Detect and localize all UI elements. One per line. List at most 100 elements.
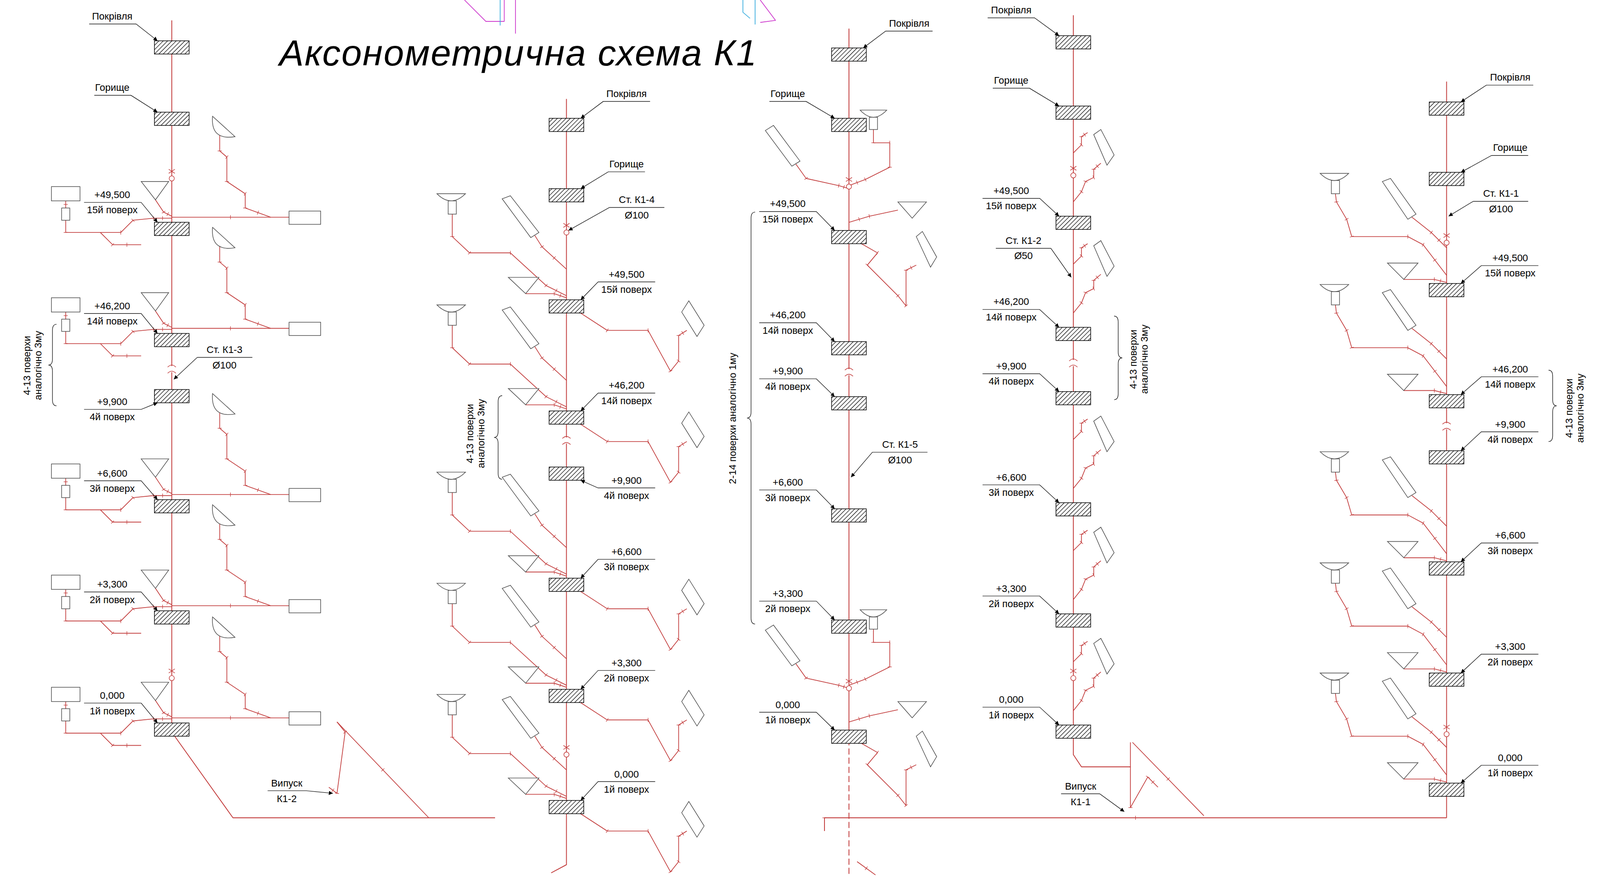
pipe-fitting bbox=[225, 266, 229, 270]
pipe-fitting bbox=[896, 294, 900, 297]
pipe-fitting bbox=[331, 788, 334, 792]
annotation-label: +9,900 bbox=[996, 361, 1027, 372]
sink-symbol bbox=[1319, 563, 1349, 571]
pipe-fitting bbox=[677, 637, 681, 641]
pipe-fitting bbox=[559, 293, 561, 298]
fixture-symbol bbox=[288, 488, 321, 502]
pipe-fitting bbox=[166, 713, 169, 717]
branch-pipe bbox=[1412, 217, 1447, 248]
pipe-fitting bbox=[544, 673, 548, 677]
pipe-fitting bbox=[1091, 169, 1096, 170]
pipe-fitting bbox=[1080, 588, 1084, 591]
pipe-fitting bbox=[555, 789, 557, 794]
pipe-fitting bbox=[804, 677, 808, 680]
pipe-fitting bbox=[1429, 341, 1433, 346]
annotation-label: Випуск bbox=[1064, 781, 1097, 792]
level-leader bbox=[759, 490, 835, 509]
pipe-fitting bbox=[111, 243, 114, 247]
branch-pipe bbox=[795, 663, 849, 689]
pipe-fitting bbox=[450, 625, 455, 627]
pipe-fitting bbox=[864, 177, 867, 182]
pipe-fitting bbox=[858, 217, 861, 222]
annotation-label: 2й поверх bbox=[988, 599, 1034, 610]
annotation-label: +49,500 bbox=[1492, 253, 1528, 264]
pipe-fitting bbox=[1334, 591, 1339, 592]
branch-pipe bbox=[155, 588, 172, 606]
pipe-fitting bbox=[1080, 143, 1083, 147]
fixture-symbol bbox=[61, 207, 70, 220]
pipe-fitting bbox=[126, 631, 127, 636]
pipe-fitting bbox=[838, 183, 840, 188]
fixture-symbol bbox=[1387, 763, 1419, 780]
pipe-fitting bbox=[510, 251, 511, 256]
pipe-fitting bbox=[544, 562, 548, 566]
sink-symbol bbox=[1319, 173, 1349, 181]
valve-symbol bbox=[1070, 669, 1077, 674]
floor-slab bbox=[831, 396, 867, 411]
pipe-fitting bbox=[224, 181, 229, 182]
annotation-label: Покрівля bbox=[990, 5, 1032, 16]
annotation-label: +49,500 bbox=[608, 269, 645, 280]
pipe-fitting bbox=[381, 768, 385, 772]
annotation-label: +9,900 bbox=[772, 366, 804, 377]
pipe-fitting bbox=[162, 716, 163, 721]
level-leader bbox=[982, 707, 1060, 726]
pipe-fitting bbox=[1440, 557, 1442, 562]
pipe-fitting bbox=[162, 322, 166, 325]
fixture-symbol bbox=[508, 277, 540, 294]
pipe-fitting bbox=[606, 439, 609, 444]
pipe-fitting bbox=[63, 232, 68, 233]
pipe-fitting bbox=[131, 219, 135, 222]
pipe-fitting bbox=[681, 609, 684, 614]
pipe-fitting bbox=[1083, 641, 1086, 646]
branch-pipe bbox=[525, 293, 567, 298]
pipe-fitting bbox=[166, 489, 169, 494]
pipe-fitting bbox=[553, 291, 555, 296]
branch-pipe bbox=[1412, 328, 1447, 360]
pipe-fitting bbox=[1440, 668, 1442, 673]
fragment-line bbox=[499, 0, 501, 26]
level-leader bbox=[84, 202, 158, 223]
pipe-fitting bbox=[224, 292, 229, 293]
branch-pipe bbox=[525, 572, 567, 577]
branch-pipe bbox=[100, 509, 142, 522]
annotation-label: 14й поверх bbox=[1484, 379, 1536, 390]
floor-slab bbox=[1055, 327, 1091, 341]
pipe-fitting bbox=[126, 242, 127, 247]
floor-slab bbox=[1055, 725, 1091, 739]
annotation-label: +9,900 bbox=[97, 397, 128, 407]
floor-note: 4-13 поверхи аналогічно 3му bbox=[21, 327, 45, 404]
pipe-fitting bbox=[1407, 734, 1409, 739]
annotation-label: Покрівля bbox=[92, 11, 133, 22]
annotation-label: Горище bbox=[770, 89, 805, 99]
level-leader bbox=[987, 17, 1060, 36]
pipe-fitting bbox=[111, 631, 114, 635]
pipe-fitting bbox=[131, 719, 135, 723]
pipe-fitting bbox=[552, 367, 556, 371]
sink-symbol bbox=[212, 617, 236, 638]
pipe-fitting bbox=[468, 529, 472, 533]
pipe-fitting bbox=[553, 570, 555, 575]
floor-slab bbox=[831, 620, 867, 634]
pipe-fitting bbox=[468, 362, 472, 366]
pipe-fitting bbox=[681, 331, 684, 335]
branch-pipe bbox=[1073, 641, 1088, 662]
annotation-label: Ø100 bbox=[1489, 204, 1514, 215]
pipe-fitting bbox=[468, 251, 472, 255]
pipe-fitting bbox=[606, 607, 609, 611]
level-leader bbox=[84, 313, 158, 334]
fixture-symbol bbox=[141, 458, 169, 478]
pipe-fitting bbox=[887, 666, 892, 668]
branch-pipe bbox=[155, 311, 172, 328]
pipe-fitting bbox=[1407, 512, 1409, 517]
pipe-fitting bbox=[668, 481, 673, 484]
pipe-fitting bbox=[166, 212, 169, 216]
fixture-symbol bbox=[288, 599, 321, 614]
annotation-label: Ø100 bbox=[624, 210, 649, 221]
annotation-label: 1й поверх bbox=[1487, 768, 1533, 779]
pipe-fitting bbox=[1083, 578, 1088, 580]
pipe-fitting bbox=[544, 784, 548, 788]
floor-note: 2-14 поверхи аналогічно 1му bbox=[726, 352, 739, 484]
floor-slab bbox=[548, 800, 584, 814]
level-leader bbox=[1460, 765, 1539, 784]
